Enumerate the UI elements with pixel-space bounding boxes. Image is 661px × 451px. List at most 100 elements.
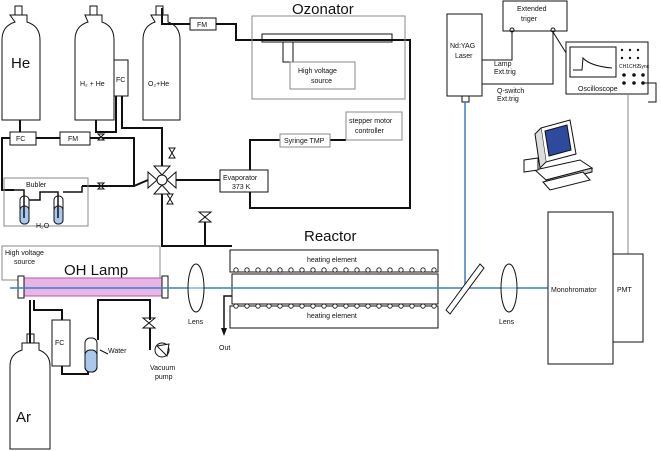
qswitch-trigger-label-1: Q-switch bbox=[497, 88, 524, 95]
flow-controller-h2-label: FC bbox=[116, 77, 125, 84]
coil-turn bbox=[255, 267, 261, 273]
valve-icon bbox=[197, 211, 213, 223]
coil-turn bbox=[343, 267, 349, 273]
pmt-box bbox=[612, 253, 644, 343]
outlet-arrow-icon bbox=[221, 328, 227, 336]
coil-turn bbox=[299, 267, 305, 273]
multiport-valve-icon bbox=[147, 165, 177, 195]
evaporator-label-2: 373 K bbox=[232, 184, 251, 191]
ar-feed-lines bbox=[29, 299, 151, 375]
lens-right-icon bbox=[500, 263, 518, 313]
trigger-label-1: Extended bbox=[517, 6, 547, 13]
laser-output-port bbox=[461, 95, 470, 103]
outlet-label: Out bbox=[219, 345, 230, 352]
oscilloscope-screen bbox=[569, 46, 617, 78]
syringe-pump-label: Syringe TMP bbox=[284, 138, 325, 145]
vacuum-pump-label-1: Vacuum bbox=[150, 365, 175, 372]
pmt-label: PMT bbox=[617, 287, 633, 294]
ozonator-connector bbox=[282, 41, 294, 63]
syringe-pump-box bbox=[279, 133, 331, 148]
oscilloscope-sync-label: Sync bbox=[638, 64, 650, 70]
coil-turn bbox=[354, 267, 360, 273]
coil-turn bbox=[233, 267, 239, 273]
evaporator-label-1: Evaporator bbox=[223, 175, 258, 182]
lens-right-label: Lens bbox=[499, 319, 515, 326]
reactor-tube bbox=[231, 273, 439, 305]
coil-turn bbox=[431, 267, 437, 273]
flowmeter-top-label: FM bbox=[197, 22, 207, 29]
flow-controller-ar-box bbox=[51, 319, 71, 367]
coil-turn bbox=[365, 267, 371, 273]
oscilloscope-ch2-label: CH2 bbox=[629, 64, 639, 70]
coil-turn bbox=[266, 267, 272, 273]
coil-turn bbox=[288, 267, 294, 273]
oscilloscope-label: Oscilloscope bbox=[578, 86, 618, 93]
oscilloscope-cables bbox=[643, 82, 657, 103]
cylinder-he-label: He bbox=[11, 55, 30, 72]
oscilloscope-trace bbox=[573, 56, 613, 71]
flow-controller-ar-label: FC bbox=[55, 340, 64, 347]
oscilloscope-ch1-label: CH1 bbox=[619, 64, 629, 70]
trigger-label-2: triger bbox=[521, 16, 538, 23]
water-bubbler-fill bbox=[84, 349, 98, 373]
coil-turn bbox=[376, 267, 382, 273]
coil-turn bbox=[310, 267, 316, 273]
flow-controller-he-label: FC bbox=[16, 136, 25, 143]
coil-turn bbox=[332, 267, 338, 273]
flowmeter-he-box bbox=[59, 131, 91, 146]
bubbler-box bbox=[3, 177, 89, 227]
monochromator-box bbox=[547, 211, 614, 365]
trigger-box bbox=[502, 0, 568, 32]
valve-icon bbox=[166, 193, 174, 205]
coil-turn bbox=[277, 267, 283, 273]
coil-turn bbox=[321, 267, 327, 273]
oh-lamp-right-electrode bbox=[161, 275, 169, 299]
oh-lamp-hv-source-label-1: High voltage bbox=[5, 250, 44, 257]
monochromator-label: Monohromator bbox=[551, 287, 597, 294]
dichroic-mirror-icon bbox=[445, 263, 485, 315]
evaporator-box bbox=[219, 169, 269, 193]
ozonator-hv-source-label-2: source bbox=[311, 78, 332, 85]
coil-turn bbox=[244, 267, 250, 273]
valve-icon bbox=[96, 133, 106, 141]
flowmeter-top-box bbox=[189, 17, 217, 31]
heating-coils bbox=[233, 267, 437, 309]
water-pointer bbox=[99, 349, 109, 355]
reactor-title: Reactor bbox=[304, 228, 357, 245]
oh-lamp-hv-source-label-2: source bbox=[14, 259, 35, 266]
ndyag-laser-label-1: Nd:YAG bbox=[450, 43, 475, 50]
qswitch-trigger-label-2: Ext.trig bbox=[497, 96, 519, 103]
heating-element-top-label: heating element bbox=[307, 257, 357, 264]
gas-lines bbox=[1, 8, 411, 247]
flow-controller-he-box bbox=[9, 131, 37, 146]
water-label: Water bbox=[108, 348, 127, 355]
oh-lamp-tube bbox=[21, 277, 165, 297]
lens-left-label: Lens bbox=[188, 319, 204, 326]
ndyag-laser-label-2: Laser bbox=[455, 53, 473, 60]
ozonator-hv-source-box bbox=[289, 61, 356, 90]
ozonator-tube bbox=[261, 33, 393, 43]
vacuum-pump-icon bbox=[154, 342, 170, 358]
cylinder-he bbox=[1, 5, 41, 121]
ndyag-laser-box bbox=[446, 13, 483, 97]
valve-icons bbox=[96, 133, 213, 329]
ozonator-box bbox=[251, 15, 406, 100]
bubbler-label: Bubler bbox=[26, 182, 47, 189]
cylinder-ar-label: Ar bbox=[16, 409, 31, 426]
vacuum-pump-label-2: pump bbox=[155, 374, 173, 381]
flow-controller-h2-box bbox=[113, 59, 129, 97]
stepper-controller-label-2: controller bbox=[355, 128, 384, 135]
cylinder-ar bbox=[9, 333, 51, 450]
coil-turn bbox=[409, 267, 415, 273]
coil-turn bbox=[387, 267, 393, 273]
coil-turn bbox=[398, 267, 404, 273]
ozonator-hv-source-label-1: High voltage bbox=[298, 68, 337, 75]
cylinder-h2-he-label: H₂ + He bbox=[80, 81, 105, 88]
bubbler-tubes bbox=[14, 186, 83, 225]
cylinder-o2-he-label: O₂+He bbox=[148, 81, 169, 88]
valve-icon bbox=[96, 182, 106, 190]
valve-icon bbox=[168, 147, 176, 159]
stepper-controller-box bbox=[345, 111, 403, 141]
reactor-outlet-line bbox=[223, 295, 232, 330]
